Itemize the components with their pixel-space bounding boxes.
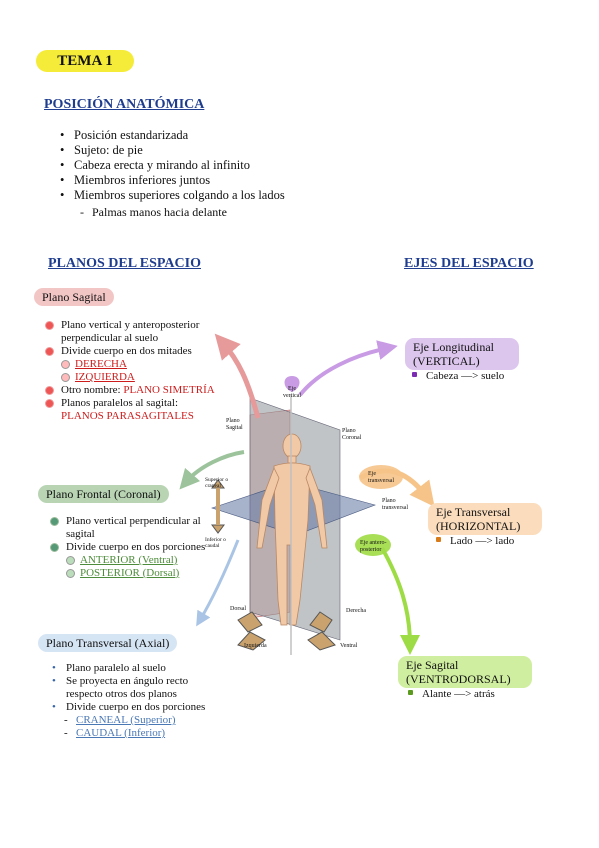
eje-longitudinal-label: Eje Longitudinal(VERTICAL): [405, 338, 519, 370]
list-item: •Divide cuerpo en dos porciones: [52, 701, 206, 713]
list-item: Divide cuerpo en dos porciones: [50, 541, 215, 554]
fig-plano-sagital: Plano Sagital: [226, 418, 243, 431]
eje-longitudinal-item: Cabeza —> suelo: [412, 370, 504, 383]
fig-ventral: Ventral: [340, 643, 358, 649]
list-item: Planos paralelos al sagital: PLANOS PARA…: [45, 397, 215, 423]
list-item: •Se proyecta en ángulo recto respecto ot…: [52, 675, 189, 700]
list-item: Plano vertical y anteroposterior perpend…: [45, 319, 215, 345]
human-figure: [256, 433, 328, 626]
posicion-list: Posición estandarizada Sujeto: de pie Ca…: [60, 128, 285, 203]
tema-title: TEMA 1: [36, 50, 134, 72]
sagital-list: Plano vertical y anteroposterior perpend…: [45, 319, 215, 423]
fig-dorsal: Dorsal: [230, 606, 246, 612]
list-item: ANTERIOR (Ventral): [50, 554, 215, 567]
fig-eje-anteroposterior: Eje antero-posterior: [360, 540, 387, 553]
posicion-title: POSICIÓN ANATÓMICA: [44, 97, 205, 112]
list-item: Miembros inferiores juntos: [60, 173, 285, 188]
list-item: Miembros superiores colgando a los lados: [60, 188, 285, 203]
transversal-label: Plano Transversal (Axial): [38, 634, 178, 652]
posicion-sub: Palmas manos hacia delante: [70, 205, 599, 220]
arrow-eje-sagital: [380, 547, 420, 655]
list-item: -CRANEAL (Superior): [64, 714, 176, 726]
sagital-label: Plano Sagital: [34, 288, 114, 306]
list-item: Divide cuerpo en dos mitades: [45, 345, 215, 358]
list-item: Sujeto: de pie: [60, 143, 285, 158]
fig-derecha: Derecha: [346, 608, 366, 614]
eje-sagital-label: Eje Sagital(VENTRODORSAL): [398, 656, 532, 688]
fig-izquierda: Izquierda: [244, 643, 267, 649]
arrow-longitudinal: [298, 340, 398, 397]
eje-transversal-item: Lado —> lado: [436, 535, 514, 548]
list-item: -CAUDAL (Inferior): [64, 727, 166, 739]
ejes-title: EJES DEL ESPACIO: [404, 256, 534, 271]
planos-title: PLANOS DEL ESPACIO: [48, 256, 201, 271]
list-item: Plano vertical perpendicular al sagital: [50, 515, 215, 541]
frontal-label: Plano Frontal (Coronal): [38, 485, 169, 503]
list-item: Cabeza erecta y mirando al infinito: [60, 158, 285, 173]
fig-inferior: Inferior o caudal: [205, 537, 226, 549]
fig-plano-coronal: Plano Coronal: [342, 428, 362, 441]
eje-transversal-label: Eje Transversal(HORIZONTAL): [428, 503, 542, 535]
transversal-list: •Plano paralelo al suelo •Se proyecta en…: [50, 662, 210, 740]
arrow-sagital: [214, 333, 261, 419]
list-item: Posición estandarizada: [60, 128, 285, 143]
list-item: •Plano paralelo al suelo: [52, 662, 166, 674]
frontal-list: Plano vertical perpendicular al sagital …: [50, 515, 215, 580]
fig-plano-transversal: Plano transversal: [382, 498, 408, 511]
arrow-frontal: [179, 450, 245, 490]
list-item: IZQUIERDA: [45, 371, 215, 384]
fig-eje-transversal: Eje transversal: [368, 471, 394, 484]
fig-eje-vertical: Eje vertical: [283, 386, 301, 399]
fig-superior: Superior o craneal: [205, 477, 229, 489]
list-item: Otro nombre: PLANO SIMETRÍA: [45, 384, 215, 397]
eje-sagital-item: Alante —> atrás: [408, 688, 495, 701]
list-item: DERECHA: [45, 358, 215, 371]
list-item: POSTERIOR (Dorsal): [50, 567, 215, 580]
arrow-transversal: [196, 539, 240, 627]
